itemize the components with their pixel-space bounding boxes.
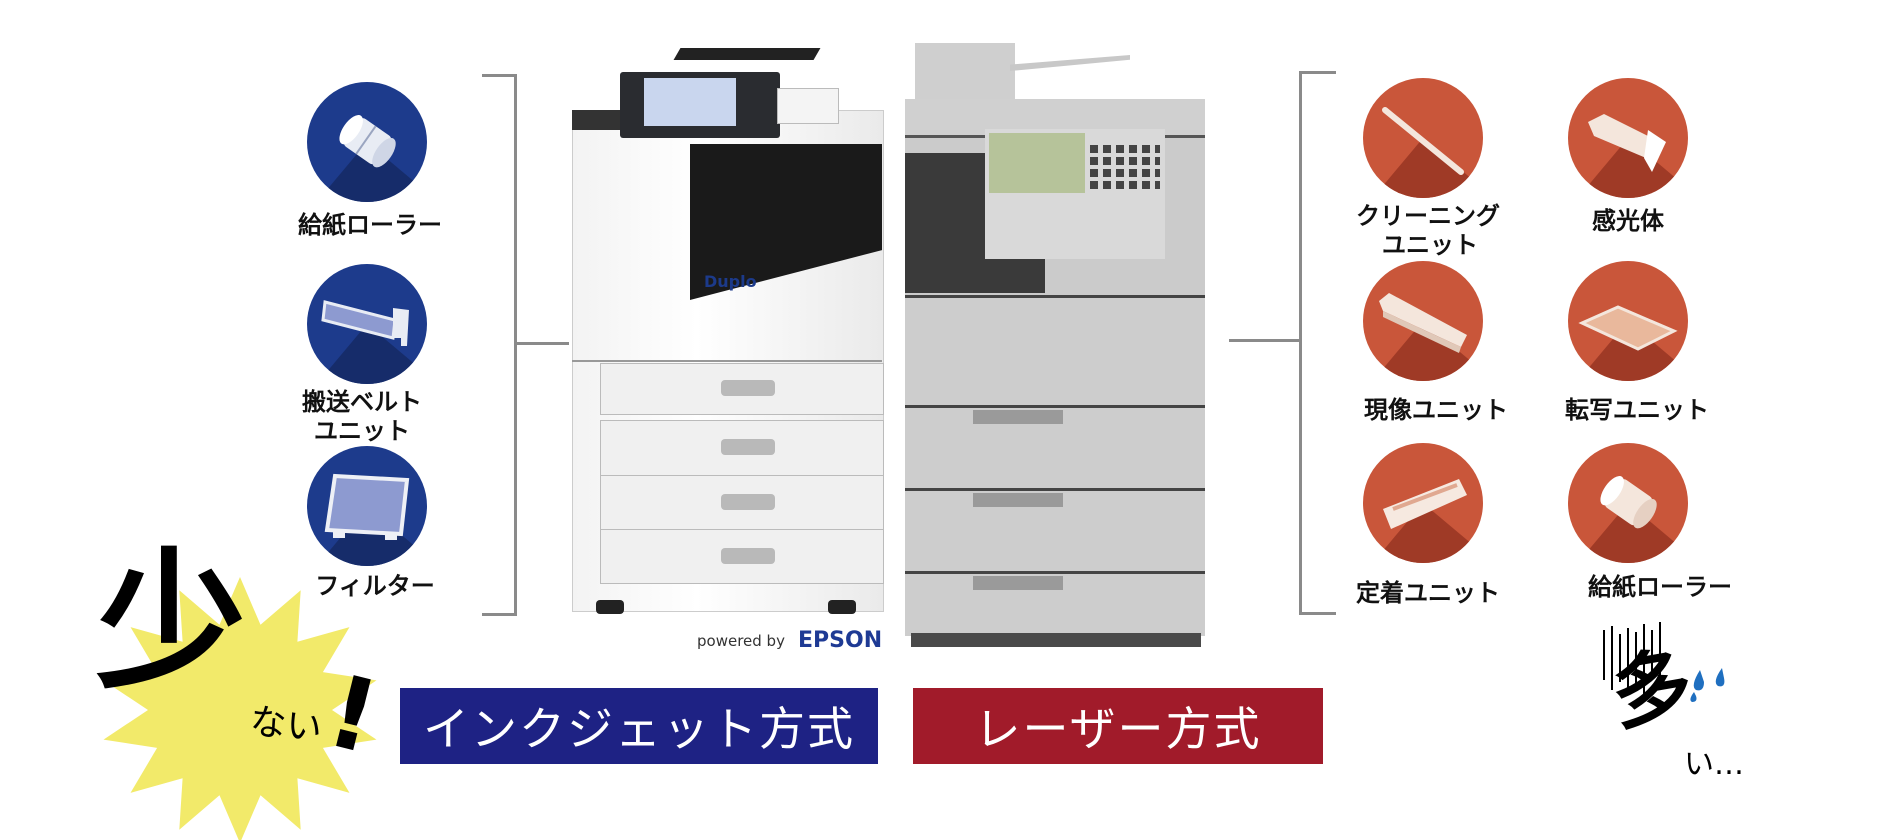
paper-tray[interactable]: [905, 488, 1205, 571]
laser-banner: レーザー方式: [913, 688, 1323, 764]
part-label: 給紙ローラー: [298, 211, 442, 239]
bracket: [1299, 71, 1336, 615]
epson-logo: EPSON: [798, 628, 883, 653]
exclaim-few-kanji: 少: [96, 536, 247, 710]
falling-lines-icon: [1603, 622, 1661, 694]
control-panel-screen: [989, 133, 1085, 193]
drum-icon: [1568, 78, 1688, 198]
part-label: フィルター: [315, 572, 435, 600]
paper-tray[interactable]: [600, 529, 884, 584]
part-label: 搬送ベルト: [302, 388, 422, 416]
keypad: [1090, 143, 1160, 189]
bracket: [482, 74, 517, 616]
inkjet-printer-image: Duplo: [572, 48, 884, 618]
part-label: 現像ユニット: [1364, 396, 1508, 424]
fuser-unit-icon: [1363, 443, 1483, 563]
paper-tray[interactable]: [600, 363, 884, 415]
paper-tray[interactable]: [905, 571, 1205, 636]
part-label: 感光体: [1592, 207, 1664, 235]
sweat-drops-icon: [1690, 668, 1725, 702]
part-label: 転写ユニット: [1565, 396, 1709, 424]
connector-line: [517, 342, 569, 345]
exclaim-many-kanji: 多: [1604, 636, 1700, 743]
exclaim-few-kana: ない: [248, 701, 325, 750]
paper-tray[interactable]: [600, 420, 884, 476]
exclaim-many-kana: い…: [1684, 747, 1744, 782]
paper-tray[interactable]: [600, 475, 884, 530]
part-label: 定着ユニット: [1356, 579, 1500, 607]
belt-unit-icon: [307, 264, 427, 384]
transfer-unit-icon: [1568, 261, 1688, 381]
duplo-logo: Duplo: [704, 272, 757, 291]
starburst-icon: [103, 577, 377, 840]
part-label: ユニット: [314, 417, 410, 445]
touch-panel: [644, 78, 736, 126]
connector-line: [1229, 339, 1301, 342]
laser-printer-image: [905, 43, 1210, 653]
powered-by-text: powered by: [697, 632, 785, 650]
inkjet-banner: インクジェット方式: [400, 688, 878, 764]
part-label: ユニット: [1382, 231, 1478, 259]
paper-tray[interactable]: [905, 405, 1205, 488]
part-label: 給紙ローラー: [1588, 573, 1732, 601]
developer-unit-icon: [1363, 261, 1483, 381]
roller-icon: [307, 82, 427, 202]
part-label: クリーニング: [1356, 202, 1500, 230]
filter-icon: [307, 446, 427, 566]
roller-icon: [1568, 443, 1688, 563]
cleaning-blade-icon: [1363, 78, 1483, 198]
